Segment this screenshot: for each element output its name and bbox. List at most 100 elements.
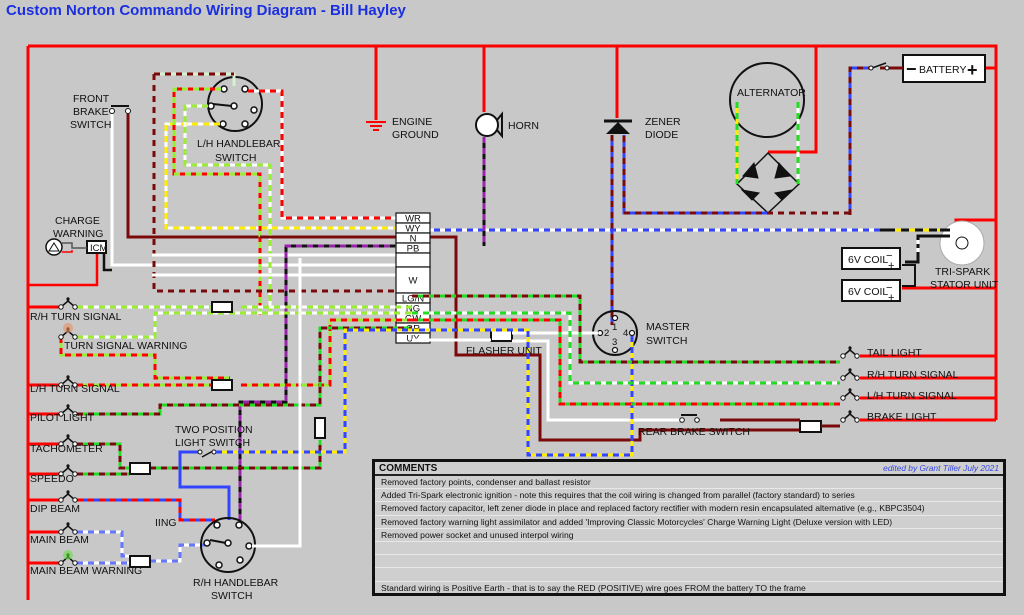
battery-pos: +: [967, 60, 978, 80]
coil-1: [841, 247, 901, 270]
comment-row: Removed factory capacitor, left zener di…: [375, 502, 1003, 516]
front-brake-switch: [109, 105, 131, 114]
horn-symbol: [475, 111, 503, 139]
diagram-title: Custom Norton Commando Wiring Diagram - …: [6, 2, 406, 19]
connector-label: N: [410, 234, 417, 245]
right-lamp-label: L/H TURN SIGNAL: [867, 390, 957, 402]
connector-label: WR: [405, 214, 421, 225]
engine-ground-label-2: GROUND: [392, 129, 439, 141]
connector-label: W: [409, 276, 418, 287]
lamp-icon: [58, 464, 78, 477]
left-lamp-labels: R/H TURN SIGNAL TURN SIGNAL WARNING L/H TU…: [30, 311, 187, 577]
comment-footer: Standard wiring is Positive Earth - that…: [381, 582, 806, 593]
lh-switch-label-1: L/H HANDLEBAR: [197, 138, 281, 150]
left-lamp-label: R/H TURN SIGNAL: [30, 311, 122, 323]
lamp-icon: [58, 490, 78, 503]
comment-row: [375, 568, 1003, 582]
lamp-icon: [58, 297, 78, 310]
master-pin-3: 3: [612, 337, 617, 348]
tri-spark-stator-unit: [939, 220, 985, 266]
comments-editor: edited by Grant Tiller July 2021: [883, 463, 999, 473]
connector-label: NG: [406, 304, 420, 315]
charge-warning-lamp: [45, 238, 63, 256]
coil-1-label: 6V COIL: [848, 254, 888, 266]
svg-text:−: −: [886, 282, 892, 294]
two-position-label-2: LIGHT SWITCH: [175, 437, 250, 449]
right-lamp-label: BRAKE LIGHT: [867, 411, 937, 423]
front-brake-label-3: SWITCH: [70, 119, 111, 131]
zener-label-2: DIODE: [645, 129, 678, 141]
flasher-unit-label: FLASHER UNIT: [466, 345, 542, 357]
lamp-icon: [840, 410, 860, 423]
lamp-icon: [58, 375, 78, 388]
comment-row: Removed power socket and unused interpol…: [375, 529, 1003, 542]
lamp-icon: [58, 404, 78, 417]
left-lamp-label: TURN SIGNAL WARNING: [64, 340, 187, 352]
front-brake-label-1: FRONT: [73, 93, 110, 105]
master-pin-1: 1: [612, 322, 617, 333]
icm-box: [86, 240, 107, 254]
tri-spark-label-1: TRI-SPARK: [935, 266, 990, 278]
zener-diode-symbol: [604, 119, 632, 134]
comment-row: Removed factory points, condenser and ba…: [375, 476, 1003, 490]
comment-row: [375, 542, 1003, 556]
horn-label: HORN: [508, 120, 539, 132]
comments-title: COMMENTS: [379, 462, 438, 474]
svg-text:−: −: [886, 250, 892, 262]
rear-brake-switch-label: REAR BRAKE SWITCH: [638, 426, 750, 438]
lamp-icon: [840, 346, 860, 359]
zener-label-1: ZENER: [645, 116, 681, 128]
connector-label: WY: [405, 224, 421, 235]
labels: FRONT BRAKE SWITCH L/H HANDLEBAR SWITCH …: [53, 87, 999, 602]
coil-2: [841, 279, 901, 302]
charge-warning-label-2: WARNING: [53, 228, 103, 240]
svg-text:+: +: [888, 260, 894, 272]
engine-ground-symbol: [366, 121, 386, 131]
engine-ground-label-1: ENGINE: [392, 116, 432, 128]
tri-spark-label-2: STATOR UNIT: [930, 279, 999, 291]
comment-row: [375, 555, 1003, 569]
master-switch-label-1: MASTER: [646, 321, 690, 333]
left-lamp-label: MAIN BEAM: [30, 534, 89, 546]
master-switch-label-2: SWITCH: [646, 335, 687, 347]
comments-header: COMMENTS edited by Grant Tiller July 202…: [375, 462, 1003, 476]
connector-cell: [395, 266, 431, 294]
battery-neg: −: [906, 59, 917, 79]
charge-warning-label-1: CHARGE: [55, 215, 100, 227]
coil-2-label: 6V COIL: [848, 286, 888, 298]
right-lamp-label: TAIL LIGHT: [867, 347, 922, 359]
alternator-label: ALTERNATOR: [737, 87, 806, 99]
battery-label: BATTERY: [919, 64, 966, 76]
two-position-label-1: TWO POSITION: [175, 424, 253, 436]
left-lamp-label: PILOT LIGHT: [30, 412, 95, 424]
rectifier-bridge: [735, 151, 801, 215]
comment-row: Added Tri-Spark electronic ignition - no…: [375, 489, 1003, 503]
right-lamp-labels: TAIL LIGHT R/H TURN SIGNAL L/H TURN SIGNAL…: [867, 347, 959, 423]
master-pin-4: 4: [623, 328, 628, 339]
connector-label: LG/N: [402, 294, 424, 305]
connector-label: PB: [407, 244, 420, 255]
left-lamp-label: DIP BEAM: [30, 503, 80, 515]
connector-cell: [395, 252, 431, 268]
front-brake-label-2: BRAKE: [73, 106, 109, 118]
rh-switch-label-1: R/H HANDLEBAR: [193, 577, 279, 589]
left-lamp-label: TACHOMETER: [30, 443, 103, 455]
right-lamp-label: R/H TURN SIGNAL: [867, 369, 959, 381]
lamp-icon: [840, 368, 860, 381]
left-lamp-label: MAIN BEAM WARNING: [30, 565, 142, 577]
svg-text:+: +: [888, 292, 894, 304]
red-positive-bus: [26, 44, 998, 600]
alternator-symbol: [729, 62, 805, 138]
left-lamp-label: SPEEDO: [30, 473, 74, 485]
lamp-icon: [58, 434, 78, 447]
comment-row: Removed factory warning light assimilato…: [375, 516, 1003, 529]
connector-cell: [395, 332, 431, 344]
inline-resistors: [129, 301, 822, 568]
left-lamp-label: L/H TURN SIGNAL: [30, 383, 120, 395]
partial-label: IING: [155, 517, 177, 529]
rh-switch-label-2: SWITCH: [211, 590, 252, 602]
lamp-icon: [58, 522, 78, 535]
lh-switch-label-2: SWITCH: [215, 152, 256, 164]
